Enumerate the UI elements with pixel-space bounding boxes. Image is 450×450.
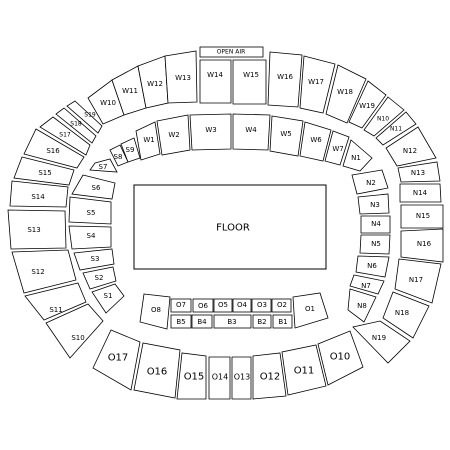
- section-o17[interactable]: O17: [92, 329, 141, 391]
- section-n16[interactable]: N16: [400, 228, 444, 263]
- section-w5[interactable]: W5: [269, 115, 304, 157]
- section-o16[interactable]: O16: [133, 342, 181, 399]
- section-o7[interactable]: O7: [170, 298, 192, 313]
- section-n4[interactable]: N4: [360, 215, 391, 234]
- section-o14[interactable]: O14: [208, 356, 231, 400]
- section-o1[interactable]: O1: [292, 292, 329, 329]
- section-s7[interactable]: S7: [89, 158, 118, 173]
- section-b1[interactable]: B1: [272, 314, 293, 329]
- section-w4[interactable]: W4: [232, 113, 271, 151]
- section-w16[interactable]: W16: [267, 51, 303, 108]
- floor-section[interactable]: FLOOR: [133, 184, 327, 270]
- section-o6[interactable]: O6: [192, 298, 214, 313]
- section-n3[interactable]: N3: [357, 193, 390, 215]
- section-n15[interactable]: N15: [400, 204, 444, 229]
- section-n6[interactable]: N6: [355, 255, 390, 278]
- section-o13[interactable]: O13: [231, 356, 252, 400]
- section-n13[interactable]: N13: [397, 161, 441, 183]
- section-s3[interactable]: S3: [73, 248, 115, 271]
- section-s6[interactable]: S6: [71, 174, 116, 200]
- section-w15[interactable]: W15: [232, 59, 267, 105]
- section-s1[interactable]: S1: [91, 283, 125, 314]
- section-o10[interactable]: O10: [317, 330, 364, 386]
- open-air-area: OPEN AIR: [199, 46, 264, 58]
- section-n8[interactable]: N8: [347, 288, 377, 323]
- section-o4[interactable]: O4: [232, 298, 252, 313]
- section-o8[interactable]: O8: [139, 293, 171, 330]
- section-w13[interactable]: W13: [164, 50, 198, 104]
- section-s4[interactable]: S4: [68, 225, 112, 250]
- section-o2[interactable]: O2: [271, 298, 292, 313]
- section-o3[interactable]: O3: [251, 298, 272, 313]
- section-s13[interactable]: S13: [7, 209, 67, 250]
- section-o5[interactable]: O5: [213, 298, 233, 313]
- section-n14[interactable]: N14: [399, 183, 442, 203]
- section-b4[interactable]: B4: [191, 314, 213, 329]
- section-n2[interactable]: N2: [351, 169, 389, 195]
- section-s14[interactable]: S14: [9, 180, 69, 208]
- section-w14[interactable]: W14: [199, 59, 232, 104]
- section-b3[interactable]: B3: [213, 314, 252, 329]
- section-o15[interactable]: O15: [176, 352, 207, 400]
- section-o11[interactable]: O11: [281, 344, 327, 396]
- section-w3[interactable]: W3: [189, 113, 232, 151]
- section-n1[interactable]: N1: [342, 139, 373, 172]
- section-s5[interactable]: S5: [68, 196, 112, 225]
- section-b2[interactable]: B2: [252, 314, 272, 329]
- section-n5[interactable]: N5: [359, 234, 391, 255]
- section-b5[interactable]: B5: [170, 314, 192, 329]
- section-o12[interactable]: O12: [252, 352, 287, 400]
- section-w1[interactable]: W1: [135, 121, 161, 161]
- section-w2[interactable]: W2: [156, 114, 191, 156]
